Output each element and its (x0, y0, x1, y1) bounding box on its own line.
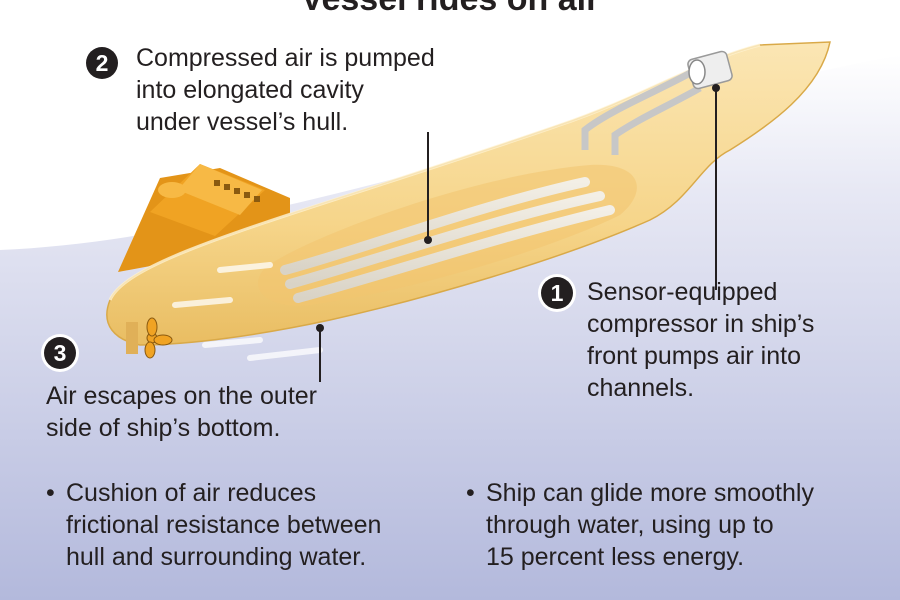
bullet-item: • Cushion of air reduces frictional resi… (46, 477, 381, 573)
bullet-dot: • (46, 479, 55, 507)
step-1-number: 1 (541, 277, 573, 309)
step-3-line: Air escapes on the outer (46, 382, 317, 410)
step-2-line: Compressed air is pumped (136, 44, 435, 72)
step-3-number: 3 (44, 337, 76, 369)
diagram-title: Vessel rides on air (0, 0, 900, 19)
bullet-line: through water, using up to (486, 511, 774, 539)
step-1-line: channels. (587, 374, 695, 402)
step-2-line: under vessel’s hull. (136, 108, 349, 136)
step-1-line: Sensor-equipped (587, 278, 778, 306)
step-1-line: front pumps air into (587, 342, 801, 370)
step-2-text: Compressed air is pumped into elongated … (136, 42, 435, 138)
step-3-text: Air escapes on the outer side of ship’s … (46, 380, 317, 444)
air-escape-streaks (172, 262, 323, 361)
step-3-line: side of ship’s bottom. (46, 414, 281, 442)
step-1-text: Sensor-equipped compressor in ship’s fro… (587, 276, 814, 404)
bullet-line: Ship can glide more smoothly (486, 479, 814, 507)
step-1-line: compressor in ship’s (587, 310, 815, 338)
compressor-icon (581, 50, 733, 155)
bullet-line: hull and surrounding water. (66, 543, 367, 571)
air-cavity (257, 164, 637, 306)
step-2-line: into elongated cavity (136, 76, 364, 104)
bullet-line: frictional resistance between (66, 511, 382, 539)
bullet-item: • Ship can glide more smoothly through w… (466, 477, 814, 573)
bullet-dot: • (466, 479, 475, 507)
step-2-number: 2 (86, 47, 118, 79)
bullet-line: Cushion of air reduces (66, 479, 317, 507)
ship-superstructure (118, 164, 290, 272)
propeller-icon (126, 317, 173, 359)
bullet-line: 15 percent less energy. (486, 543, 745, 571)
